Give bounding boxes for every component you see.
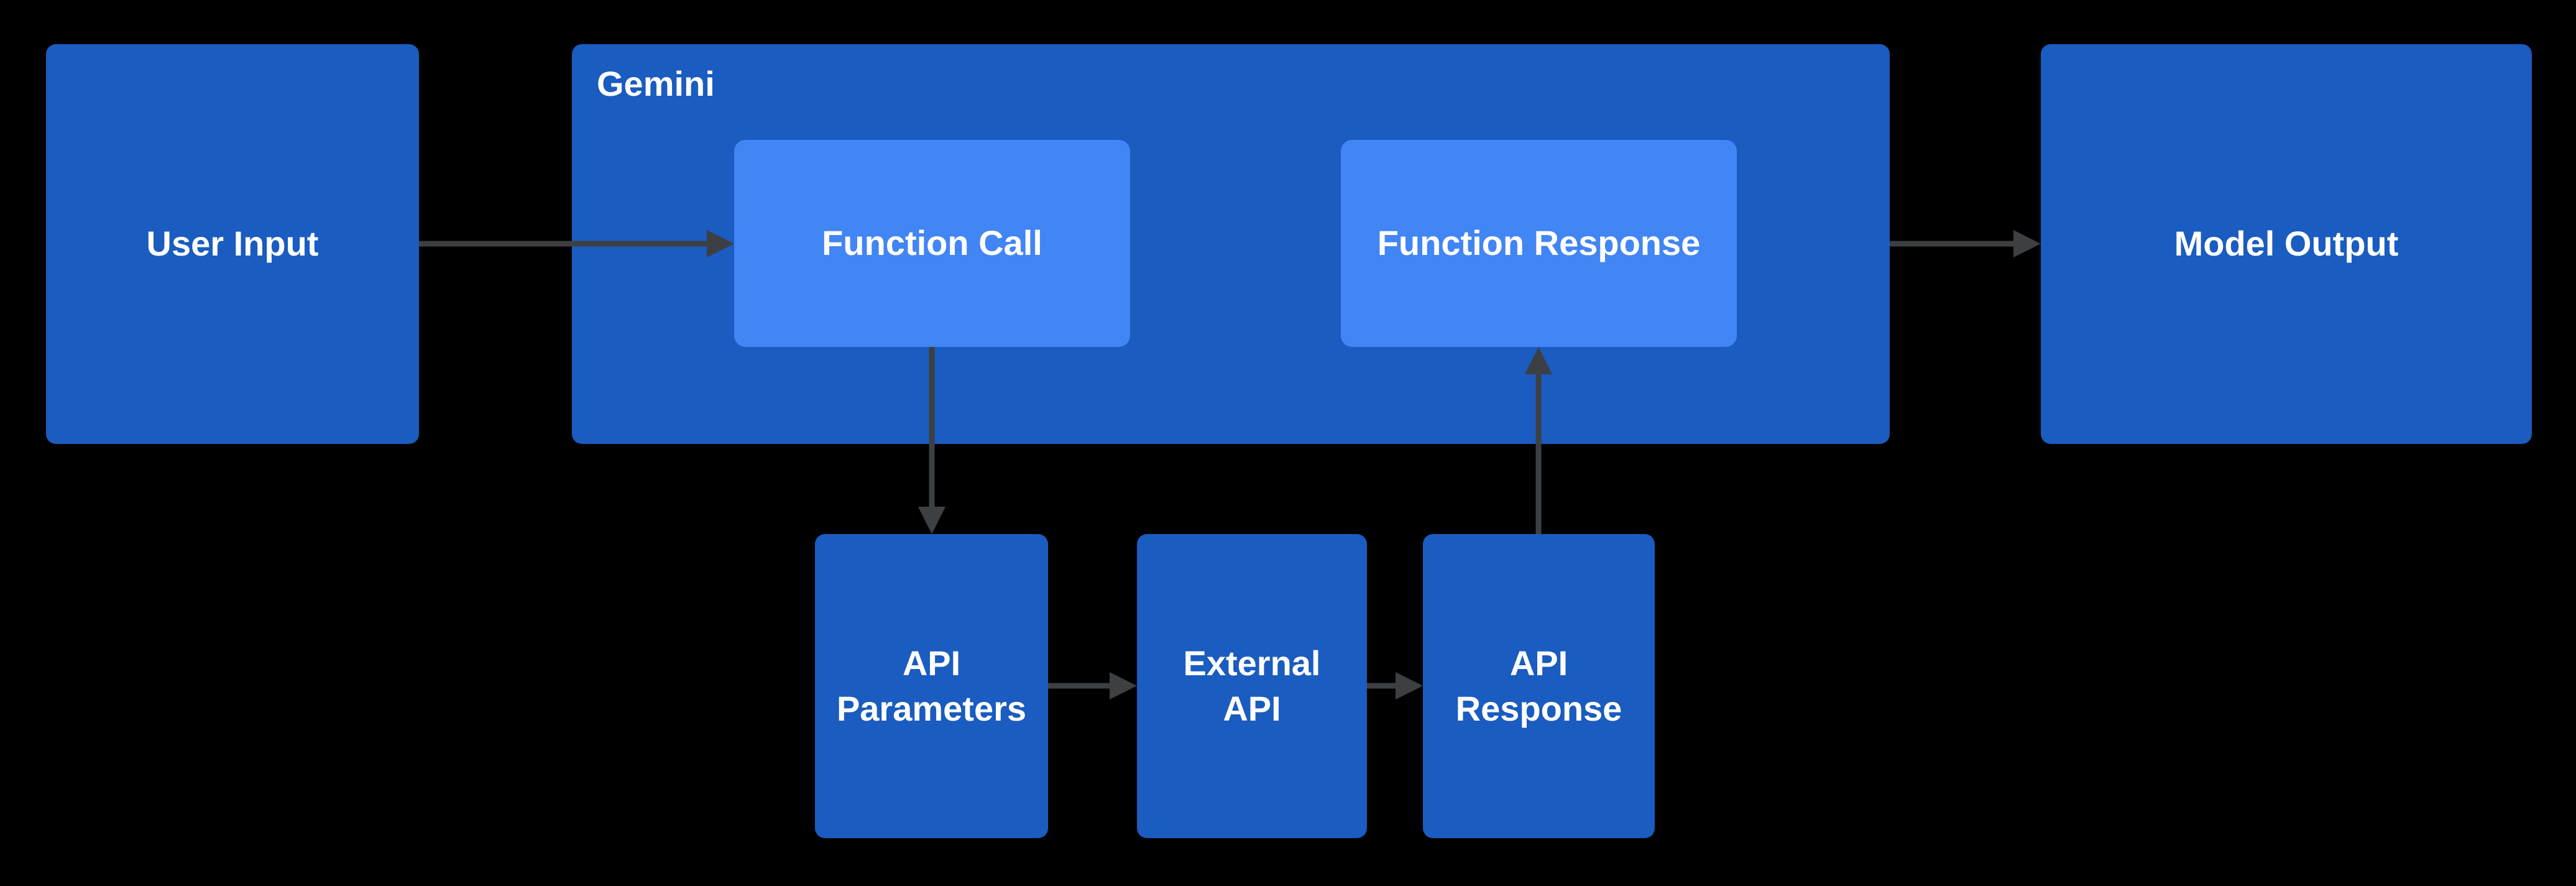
node-external-api: External API <box>1137 534 1367 838</box>
node-model-output-label: Model Output <box>2174 224 2399 264</box>
node-user-input-label: User Input <box>146 224 319 264</box>
node-gemini-container: Gemini Function Call Function Response <box>572 44 1890 444</box>
node-api-parameters-label: API Parameters <box>836 643 1027 728</box>
node-api-response: API Response <box>1423 534 1655 838</box>
arrow-gemini-to-model-output <box>1890 230 2041 257</box>
node-model-output: Model Output <box>2041 44 2532 444</box>
node-api-parameters: API Parameters <box>815 534 1048 838</box>
node-user-input: User Input <box>46 44 419 444</box>
node-function-call: Function Call <box>734 140 1130 347</box>
node-gemini-label: Gemini <box>597 64 715 103</box>
node-api-response-label: API Response <box>1455 643 1622 728</box>
node-function-response-label: Function Response <box>1377 223 1701 263</box>
node-function-response: Function Response <box>1341 140 1737 347</box>
arrow-external-api-to-api-response <box>1367 672 1423 699</box>
node-external-api-label: External API <box>1183 643 1321 728</box>
node-function-call-label: Function Call <box>822 223 1042 263</box>
arrow-api-parameters-to-external-api <box>1048 672 1137 699</box>
